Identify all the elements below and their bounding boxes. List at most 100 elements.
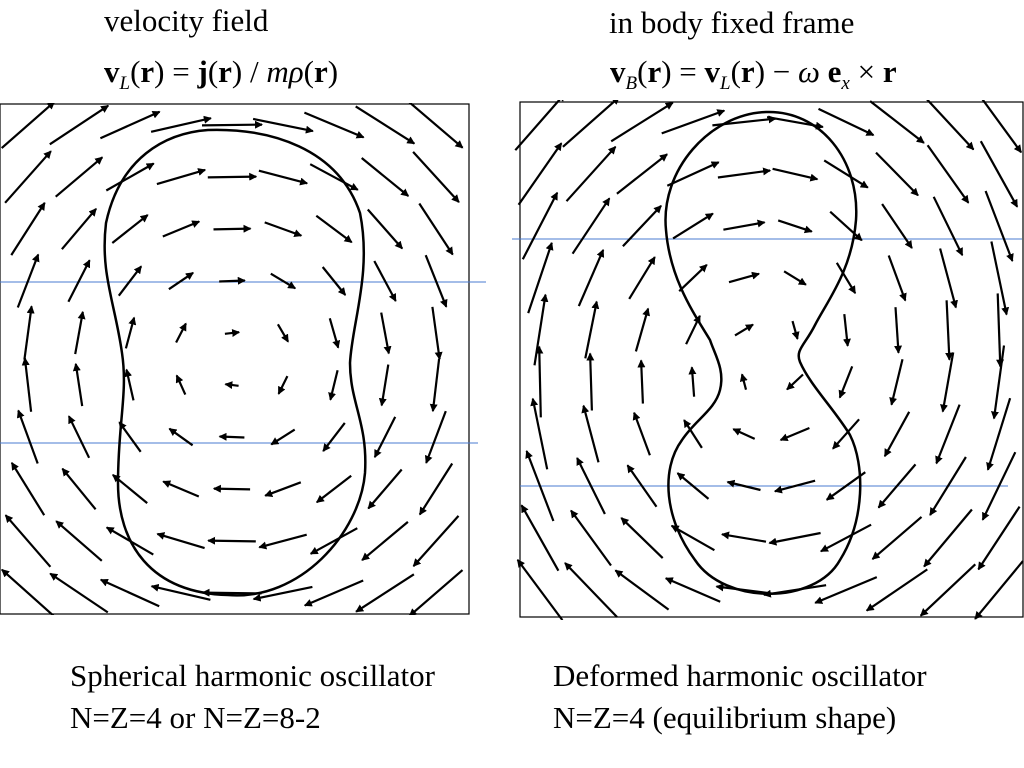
velocity-arrow [626, 464, 658, 508]
velocity-arrow [99, 110, 161, 140]
velocity-arrow [49, 104, 110, 146]
velocity-arrow [212, 484, 251, 493]
velocity-arrow [0, 103, 56, 149]
velocity-arrow [67, 259, 91, 303]
right-title: in body fixed frame [609, 5, 855, 40]
velocity-arrow [564, 562, 618, 618]
velocity-arrow [99, 578, 160, 608]
left-caption-line2: N=Z=4 or N=Z=8-2 [70, 700, 321, 735]
velocity-arrow [207, 172, 258, 181]
velocity-arrow [768, 531, 821, 546]
velocity-arrow [424, 254, 448, 308]
velocity-arrow [889, 359, 904, 406]
right-velocity-field-plot [512, 100, 1024, 620]
velocity-arrow [773, 479, 816, 494]
velocity-arrow [258, 533, 307, 550]
velocity-arrow [739, 373, 748, 390]
velocity-arrow [940, 352, 955, 413]
velocity-arrow [728, 271, 760, 284]
velocity-arrow [721, 531, 767, 543]
velocity-arrow [328, 369, 339, 401]
velocity-arrow [634, 307, 651, 352]
velocity-arrow [218, 432, 245, 441]
eq-right-v: v [610, 54, 626, 89]
velocity-arrow [111, 214, 149, 244]
velocity-arrow [661, 109, 726, 135]
velocity-arrow [322, 422, 346, 452]
velocity-arrow [535, 345, 544, 418]
velocity-arrow [303, 111, 365, 139]
right-arrow-field [514, 100, 1024, 620]
velocity-arrow [637, 359, 646, 404]
velocity-arrow [315, 214, 353, 244]
velocity-arrow [717, 167, 772, 179]
velocity-arrow [355, 105, 416, 145]
left-velocity-field-plot [0, 103, 486, 615]
velocity-arrow [786, 373, 804, 391]
velocity-arrow [408, 569, 464, 615]
left-caption-line1: Spherical harmonic oscillator [70, 658, 435, 693]
velocity-arrow [1, 568, 55, 615]
velocity-arrow [264, 221, 303, 237]
velocity-arrow [61, 208, 97, 250]
velocity-arrow [309, 527, 358, 555]
velocity-arrow [869, 100, 925, 144]
velocity-arrow [762, 584, 827, 598]
velocity-arrow [577, 248, 605, 307]
velocity-arrow [74, 310, 86, 355]
velocity-arrow [258, 169, 309, 186]
velocity-arrow [734, 323, 754, 337]
right-plot-frame [519, 101, 1024, 618]
right-caption-line1: Deformed harmonic oscillator [553, 658, 927, 693]
velocity-arrow [877, 463, 917, 509]
velocity-arrow [926, 144, 970, 204]
velocity-arrow [670, 524, 715, 552]
eq-left-sub: L [119, 73, 131, 94]
velocity-arrow [919, 563, 977, 617]
velocity-arrow [712, 115, 777, 127]
velocity-arrow [883, 411, 911, 458]
velocity-arrow [777, 219, 813, 234]
velocity-arrow [875, 151, 919, 197]
velocity-arrow [424, 410, 447, 464]
velocity-arrow [207, 536, 256, 545]
velocity-arrow [517, 142, 563, 206]
velocity-arrow [726, 479, 761, 492]
velocity-arrow [4, 150, 52, 204]
velocity-arrow [105, 526, 154, 556]
velocity-arrow [277, 375, 289, 395]
velocity-arrow [832, 418, 860, 450]
velocity-arrow [842, 313, 851, 347]
velocity-arrow [628, 256, 656, 300]
velocity-arrow [779, 426, 810, 442]
eq-right-mid: (r) = v [637, 54, 721, 89]
velocity-arrow [21, 357, 33, 412]
velocity-arrow [838, 365, 854, 399]
velocity-arrow [303, 579, 364, 607]
velocity-arrow [783, 270, 807, 286]
velocity-arrow [926, 100, 975, 151]
velocity-arrow [162, 480, 200, 498]
velocity-arrow [676, 472, 710, 500]
velocity-arrow [175, 374, 187, 396]
right-density-contour [664, 110, 862, 595]
velocity-arrow [10, 202, 46, 256]
velocity-arrow [321, 266, 347, 296]
velocity-arrow [996, 293, 1005, 368]
velocity-arrow [562, 100, 620, 148]
velocity-arrow [620, 517, 664, 559]
velocity-arrow [990, 345, 1006, 420]
velocity-arrow [61, 467, 97, 510]
velocity-arrow [974, 560, 1024, 620]
velocity-arrow [418, 462, 454, 516]
velocity-arrow [380, 312, 392, 355]
velocity-arrow [224, 381, 239, 390]
velocity-arrow [516, 559, 564, 620]
velocity-arrow [586, 352, 595, 411]
velocity-arrow [156, 168, 207, 186]
velocity-arrow [881, 203, 913, 249]
velocity-arrow [923, 508, 973, 568]
right-equation: vB(r) = vL(r) − ω ex × r [610, 56, 897, 93]
velocity-arrow [118, 421, 142, 453]
velocity-arrow [168, 271, 194, 291]
